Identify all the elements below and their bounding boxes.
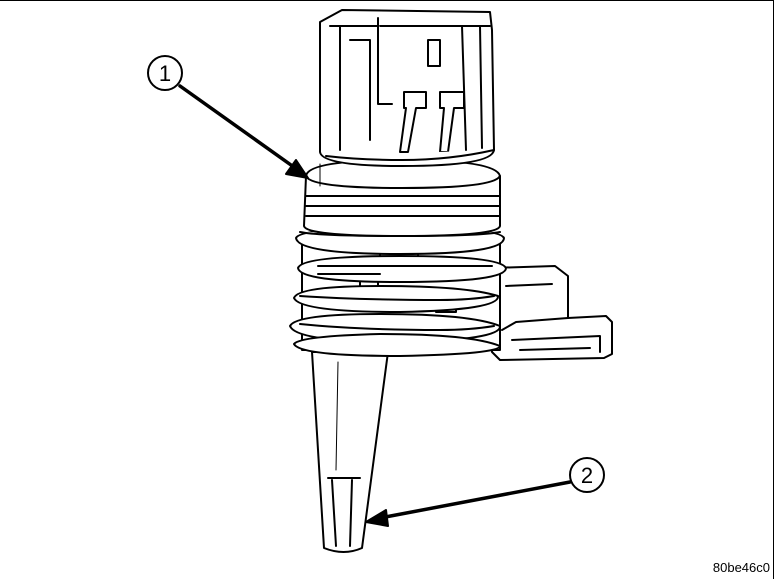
sensor-probe-tip (311, 351, 389, 553)
callout-2 (365, 457, 605, 527)
callout-1-number: 1 (159, 61, 171, 86)
coil-ribs (289, 227, 507, 357)
callout-2-circle (569, 457, 605, 493)
figure-code: 80be46c0 (713, 560, 770, 575)
callout-1-circle (147, 55, 183, 91)
callout-1 (147, 55, 309, 179)
sensor-collar (303, 159, 501, 237)
electrical-connector (319, 9, 495, 167)
mounting-bracket (489, 265, 613, 361)
callout-2-number: 2 (581, 463, 593, 488)
